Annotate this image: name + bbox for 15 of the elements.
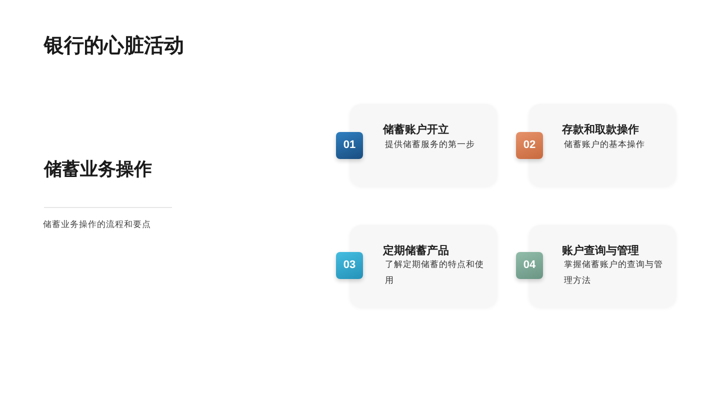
card-description: 提供储蓄服务的第一步	[385, 138, 476, 151]
card-description: 储蓄账户的基本操作	[564, 138, 646, 151]
section-heading: 储蓄业务操作	[44, 158, 152, 181]
number-badge: 02	[516, 132, 543, 159]
slide-title: 银行的心脏活动	[44, 34, 184, 59]
card-heading: 存款和取款操作	[562, 123, 639, 137]
card-heading: 储蓄账户开立	[383, 123, 449, 137]
card-description: 了解定期储蓄的特点和使用	[385, 258, 485, 287]
card-description: 掌握储蓄账户的查询与管理方法	[564, 258, 664, 287]
card-heading: 定期储蓄产品	[383, 244, 449, 258]
section-subtitle: 储蓄业务操作的流程和要点	[43, 218, 151, 230]
number-badge: 03	[336, 252, 363, 279]
number-badge: 01	[336, 132, 363, 159]
card-heading: 账户查询与管理	[562, 244, 639, 258]
number-badge: 04	[516, 252, 543, 279]
